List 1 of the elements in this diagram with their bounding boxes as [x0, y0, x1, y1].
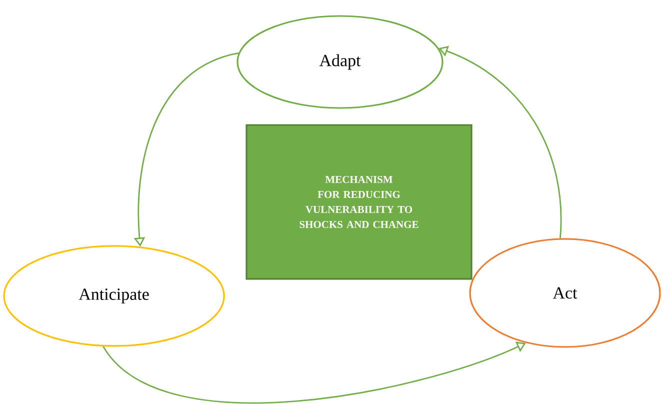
center-box: MECHANISM FOR REDUCING VULNERABILITY TO SHOCKS AND CHANGE	[246, 124, 472, 280]
